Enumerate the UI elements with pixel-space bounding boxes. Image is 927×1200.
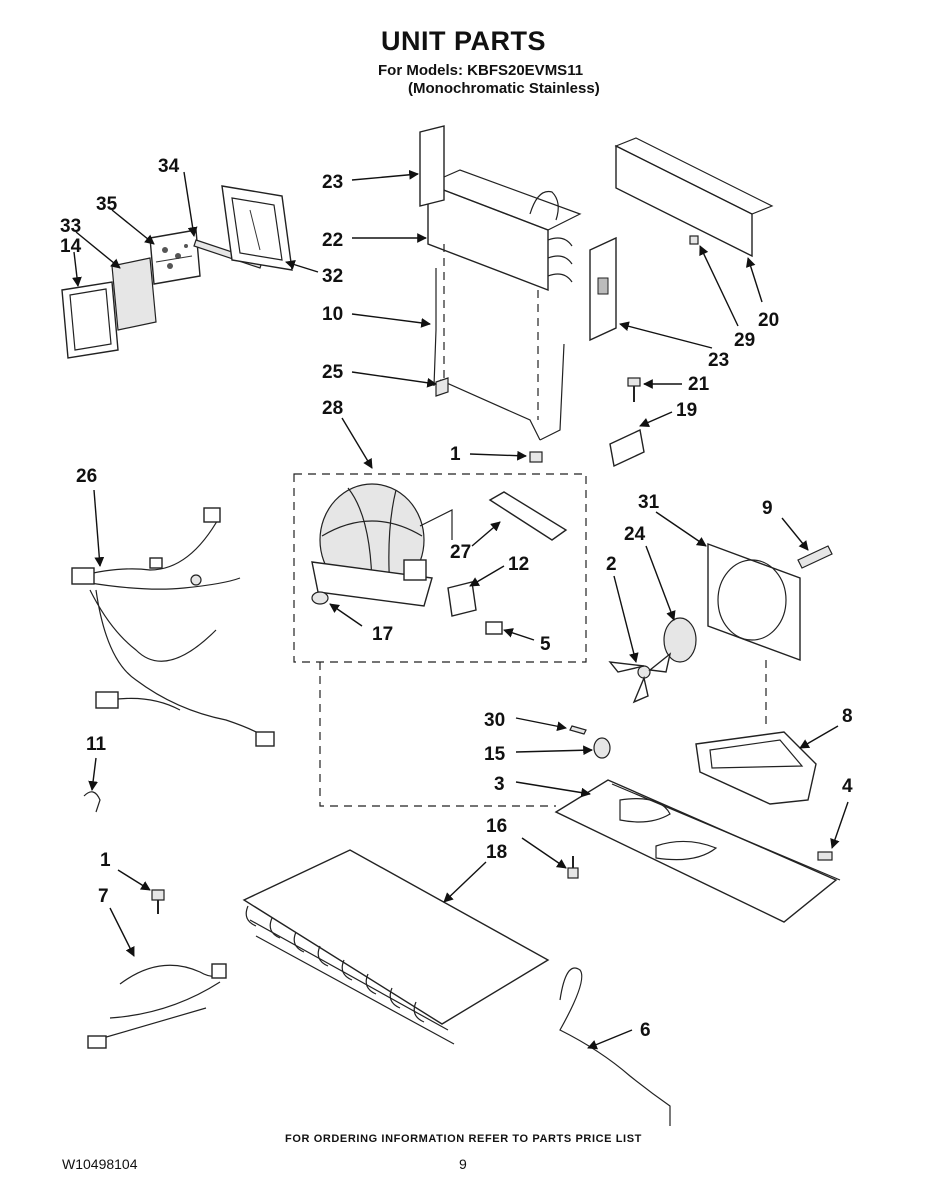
plug-30-part <box>569 725 587 735</box>
callout-24: 24 <box>624 524 646 545</box>
evaporator-coil-part <box>426 169 582 292</box>
callout-12: 12 <box>508 554 529 575</box>
document-number: W10498104 <box>62 1156 138 1172</box>
condenser-coil-part <box>242 849 550 1045</box>
callout-33: 33 <box>60 216 81 237</box>
duct-grommet-part <box>689 235 699 245</box>
control-box-housing-part <box>221 185 293 271</box>
wire-harness-part <box>71 507 275 747</box>
callout-15: 15 <box>484 744 506 765</box>
electronic-control-board-part <box>149 229 201 285</box>
callout-29: 29 <box>734 330 755 351</box>
harness-clip-part <box>83 791 101 813</box>
callout-6: 6 <box>640 1020 651 1041</box>
callout-22: 22 <box>322 230 343 251</box>
compressor-part <box>311 483 453 607</box>
overload-cap-part <box>485 621 503 635</box>
condenser-fan-blade-part <box>608 652 672 704</box>
callout-18: 18 <box>486 842 507 863</box>
screw-16-part <box>567 856 579 879</box>
condenser-fan-motor-part <box>663 617 697 663</box>
callout-9: 9 <box>762 498 773 519</box>
variant-line: (Monochromatic Stainless) <box>408 80 600 97</box>
compressor-wire-harness-part <box>87 963 227 1049</box>
callout-4: 4 <box>842 776 853 797</box>
callout-10: 10 <box>322 304 343 325</box>
callout-25: 25 <box>322 362 344 383</box>
drain-tube-part <box>559 967 671 1126</box>
page-title: UNIT PARTS <box>381 26 546 56</box>
grommet-15-part <box>593 737 611 759</box>
callout-23-top: 23 <box>322 172 343 193</box>
callout-14: 14 <box>60 236 82 257</box>
callout-19: 19 <box>676 400 697 421</box>
callout-23-right: 23 <box>708 350 729 371</box>
callout-20: 20 <box>758 310 779 331</box>
callout-2: 2 <box>606 554 617 575</box>
screw-21-part <box>627 377 641 402</box>
filter-drier-part <box>488 491 568 541</box>
page-number: 9 <box>459 1156 467 1172</box>
compressor-assembly-outline <box>293 473 587 663</box>
callout-1-top: 1 <box>450 444 461 465</box>
callout-3: 3 <box>494 774 505 795</box>
callout-26: 26 <box>76 466 97 487</box>
ordering-note: FOR ORDERING INFORMATION REFER TO PARTS … <box>285 1133 642 1145</box>
evaporator-cover-left-part <box>419 125 445 207</box>
mounting-bracket-part <box>609 428 645 468</box>
control-board-cover-part <box>61 281 119 359</box>
fan-shroud-part <box>707 542 801 662</box>
callout-32: 32 <box>322 266 343 287</box>
screw-1-bottom-part <box>151 889 165 914</box>
callout-17: 17 <box>372 624 393 645</box>
callout-31: 31 <box>638 492 660 513</box>
callout-35: 35 <box>96 194 118 215</box>
callout-28: 28 <box>322 398 343 419</box>
start-relay-part <box>447 581 477 617</box>
screw-4-part <box>817 851 833 861</box>
callout-30: 30 <box>484 710 505 731</box>
callout-7: 7 <box>98 886 109 907</box>
callout-27: 27 <box>450 542 471 563</box>
callout-11: 11 <box>86 734 107 755</box>
drain-pan-part <box>695 731 817 805</box>
models-line: For Models: KBFS20EVMS11 <box>378 62 584 79</box>
shroud-screw-part <box>797 545 833 569</box>
callout-8: 8 <box>842 706 853 727</box>
control-board-insulator-part <box>111 257 157 331</box>
compressor-grommet-part <box>311 591 329 605</box>
callout-34: 34 <box>158 156 180 177</box>
callout-16: 16 <box>486 816 507 837</box>
callout-21: 21 <box>688 374 710 395</box>
callout-1-bottom: 1 <box>100 850 111 871</box>
defrost-heater-part <box>435 343 565 441</box>
evaporator-cover-right-part <box>589 236 617 342</box>
defrost-sensor-part <box>433 268 437 387</box>
air-duct-part <box>614 137 774 258</box>
screw-1-top-part <box>529 451 543 463</box>
callout-5: 5 <box>540 634 551 655</box>
